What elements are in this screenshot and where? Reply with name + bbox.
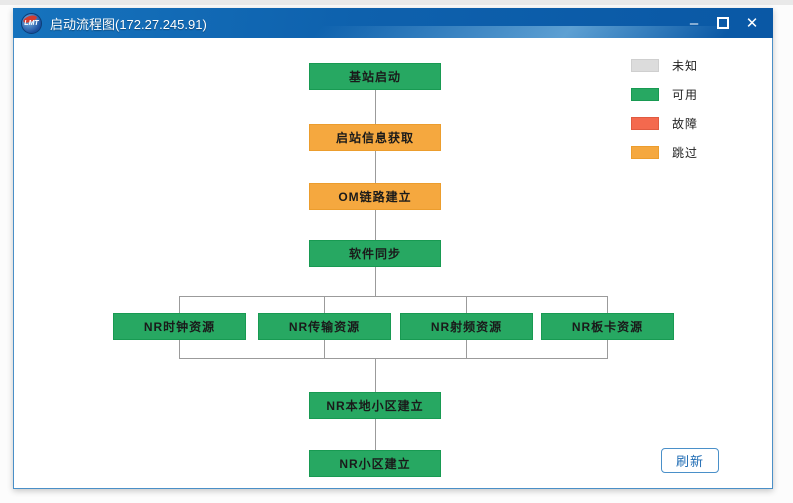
legend-swatch-skipped — [631, 145, 659, 159]
flow-node-nr-clock-resource: NR时钟资源 — [113, 313, 246, 340]
legend-swatch-available — [631, 87, 659, 101]
flow-node-nr-board-resource: NR板卡资源 — [541, 313, 674, 340]
connector-line — [324, 296, 325, 313]
connector-line — [375, 358, 376, 392]
connector-line — [375, 419, 376, 450]
minimize-button[interactable]: – — [689, 14, 699, 32]
legend-item-fault: 故障 — [631, 116, 699, 131]
connector-merge-line — [179, 358, 608, 359]
flow-node-software-sync: 软件同步 — [309, 240, 441, 267]
refresh-button[interactable]: 刷新 — [661, 448, 719, 473]
connector-line — [607, 296, 608, 313]
flow-node-nr-local-cell-setup: NR本地小区建立 — [309, 392, 441, 419]
lmt-logo-text: LMT — [24, 19, 39, 27]
legend-label: 跳过 — [672, 145, 699, 160]
connector-line — [375, 90, 376, 124]
window-title: 启动流程图(172.27.245.91) — [50, 16, 207, 32]
legend-swatch-unknown — [631, 58, 659, 72]
flow-node-nr-cell-setup: NR小区建立 — [309, 450, 441, 477]
connector-line — [607, 340, 608, 358]
legend-item-skipped: 跳过 — [631, 145, 699, 160]
connector-line — [466, 340, 467, 358]
legend-label: 未知 — [672, 58, 699, 73]
flow-node-base-station-start: 基站启动 — [309, 63, 441, 90]
page-top-strip — [0, 0, 793, 5]
flow-node-station-info-acquisition: 启站信息获取 — [309, 124, 441, 151]
connector-line — [179, 340, 180, 358]
title-bar[interactable]: LMT 启动流程图(172.27.245.91) – ✕ — [13, 8, 773, 38]
flow-node-om-link-setup: OM链路建立 — [309, 183, 441, 210]
connector-line — [375, 151, 376, 183]
legend-item-unknown: 未知 — [631, 58, 699, 73]
legend-label: 可用 — [672, 87, 699, 102]
lmt-logo-icon: LMT — [21, 12, 42, 34]
connector-line — [179, 296, 180, 313]
flow-node-nr-transport-resource: NR传输资源 — [258, 313, 391, 340]
app-window: LMT 启动流程图(172.27.245.91) – ✕ 基站启动 启站信息获取… — [13, 8, 773, 489]
flow-node-nr-rf-resource: NR射频资源 — [400, 313, 533, 340]
window-controls: – ✕ — [685, 16, 761, 31]
connector-branch-line — [179, 296, 608, 297]
status-legend: 未知 可用 故障 跳过 — [631, 58, 698, 174]
close-button[interactable]: ✕ — [745, 14, 759, 32]
legend-label: 故障 — [672, 116, 699, 131]
maximize-button[interactable] — [717, 17, 729, 29]
connector-line — [466, 296, 467, 313]
legend-item-available: 可用 — [631, 87, 699, 102]
flowchart-canvas: 基站启动 启站信息获取 OM链路建立 软件同步 NR时钟资源 NR传输资源 NR… — [13, 38, 773, 489]
legend-swatch-fault — [631, 116, 659, 130]
connector-line — [324, 340, 325, 358]
connector-line — [375, 210, 376, 240]
connector-line — [375, 267, 376, 296]
